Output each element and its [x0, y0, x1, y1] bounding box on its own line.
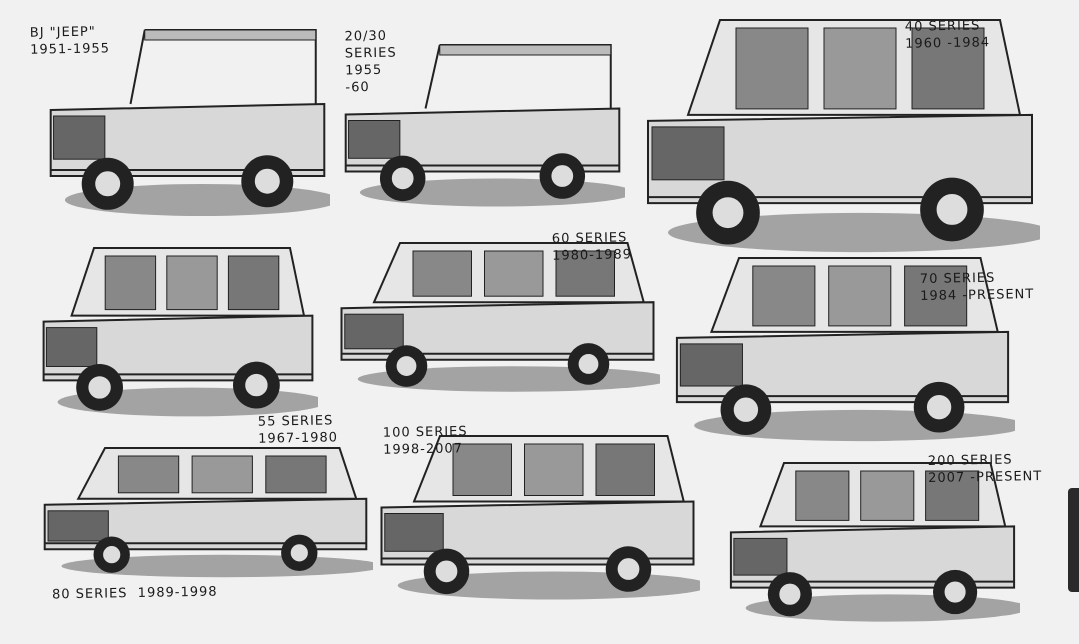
model-years: 1960 -1984	[905, 35, 991, 52]
vehicle-s60	[335, 235, 670, 399]
vehicle-s200-sketch	[729, 462, 1029, 622]
vehicle-s80	[38, 440, 384, 584]
label-80-series: 80 SERIES 1989-1998	[52, 584, 218, 604]
screen-edge-handle	[1068, 488, 1079, 592]
vehicle-s55-sketch	[42, 247, 327, 417]
model-name: 100 SERIES	[382, 424, 468, 441]
label-bj-jeep: BJ "JEEP" 1951-1955	[30, 23, 110, 58]
label-55-series: 55 SERIES 1967-1980	[258, 412, 338, 447]
model-name: BJ "JEEP"	[29, 24, 96, 41]
vehicle-s55	[38, 240, 327, 424]
model-name: 55 SERIES	[257, 413, 334, 430]
model-years: 1980-1989	[552, 247, 633, 264]
vehicle-bj	[45, 20, 339, 224]
vehicle-s200	[725, 455, 1029, 629]
model-name: 60 SERIES	[551, 230, 628, 247]
vehicle-bj-sketch	[49, 29, 339, 216]
model-years: 2007 -PRESENT	[928, 469, 1043, 486]
model-name: 70 SERIES	[919, 270, 996, 287]
model-years: 1951-1955	[30, 41, 111, 58]
vehicle-s80-sketch	[43, 447, 384, 578]
label-20-30-series: 20/30 SERIES 1955 -60	[344, 28, 397, 97]
model-years: 1989-1998	[137, 584, 218, 601]
vehicle-s2030-sketch	[344, 44, 634, 207]
model-years: 1984 -PRESENT	[920, 287, 1035, 304]
label-100-series: 100 SERIES 1998-2007	[383, 423, 468, 458]
model-years: 1967-1980	[258, 430, 339, 447]
label-40-series: 40 SERIES 1960 -1984	[905, 17, 991, 52]
label-60-series: 60 SERIES 1980-1989	[552, 229, 632, 264]
vehicle-s40-sketch	[647, 19, 1052, 253]
label-70-series: 70 SERIES 1984 -PRESENT	[920, 269, 1035, 305]
model-name: 200 SERIES	[927, 452, 1013, 469]
model-name: 80 SERIES	[51, 586, 128, 603]
vehicle-s60-sketch	[340, 242, 670, 392]
vehicle-s70	[670, 250, 1026, 449]
model-name: 20/30 SERIES	[344, 28, 397, 62]
vehicle-s40	[640, 12, 1052, 261]
vehicle-s70-sketch	[675, 257, 1026, 442]
vehicle-s100-sketch	[380, 435, 710, 600]
model-name: 40 SERIES	[904, 18, 981, 35]
label-200-series: 200 SERIES 2007 -PRESENT	[928, 451, 1043, 487]
model-years: 1955 -60	[345, 62, 383, 96]
model-years: 1998-2007	[383, 441, 464, 458]
vehicle-s100	[375, 428, 710, 607]
vehicle-s2030	[340, 35, 634, 214]
